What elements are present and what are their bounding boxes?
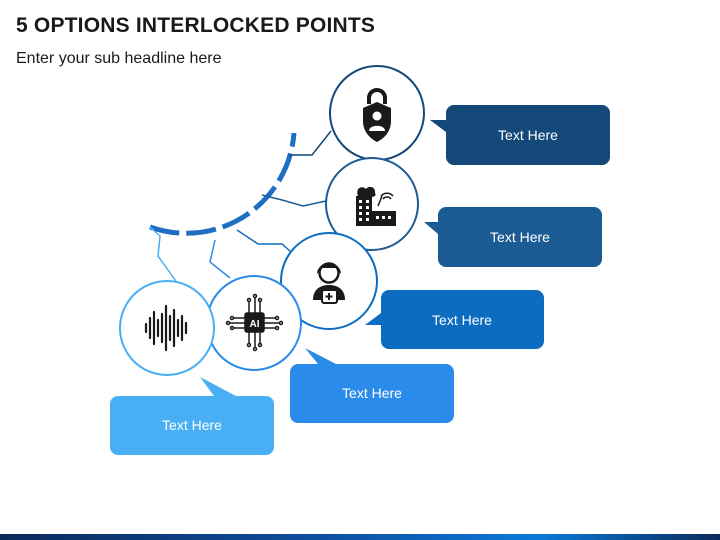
callout-option-1: Text Here [430, 105, 610, 165]
callout-label: Text Here [490, 229, 550, 245]
doctor-icon [313, 262, 345, 304]
sound-wave-icon [144, 304, 188, 352]
callout-label: Text Here [162, 417, 222, 433]
smart-factory-icon [356, 186, 396, 226]
callout-label: Text Here [342, 385, 402, 401]
page-subtitle: Enter your sub headline here [16, 50, 222, 67]
callout-option-4: Text Here [290, 348, 454, 423]
callout-label: Text Here [432, 312, 492, 328]
callout-option-5: Text Here [110, 377, 274, 455]
shield-lock-user-icon [363, 88, 391, 142]
callout-option-2: Text Here [424, 207, 602, 267]
footer-bar [0, 534, 720, 540]
svg-text:AI: AI [250, 319, 260, 330]
ai-chip-icon: AI [225, 293, 284, 352]
callout-option-3: Text Here [365, 290, 544, 349]
dashed-arc [149, 132, 297, 236]
connector-lines [149, 130, 332, 285]
page-title: 5 OPTIONS INTERLOCKED POINTS [16, 14, 376, 37]
callout-label: Text Here [498, 127, 558, 143]
